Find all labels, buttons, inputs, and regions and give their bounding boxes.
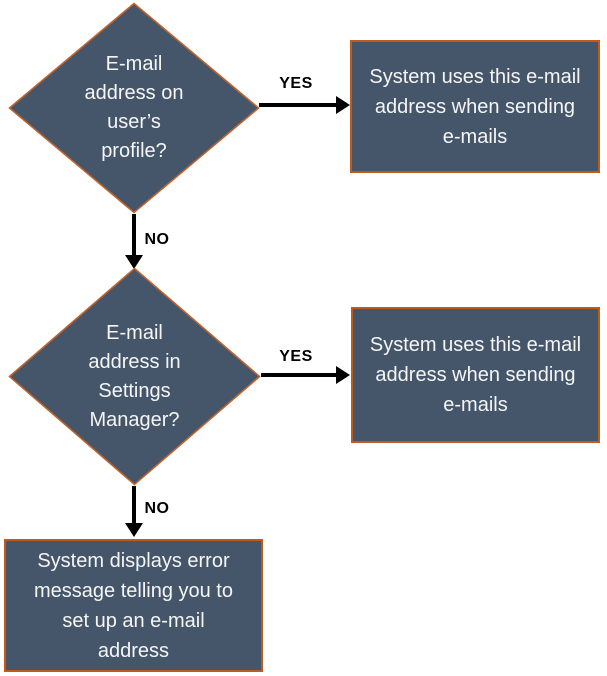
outcome-error-box: System displays error message telling yo… [4,539,263,672]
yes-label-profile: YES [279,75,313,92]
diamond-polygon [8,2,260,214]
outcome-profile-yes-box: System uses this e-mail address when sen… [350,40,600,173]
arrow-line [261,373,338,377]
arrow-line [132,214,136,257]
outcome-settings-yes-box: System uses this e-mail address when sen… [351,307,600,443]
arrow-head-right-icon [336,366,350,384]
diamond-shape [8,267,261,486]
arrow-head-down-icon [125,255,143,269]
no-label-profile: NO [144,231,170,248]
arrow-head-down-icon [125,523,143,537]
diamond-polygon [8,267,261,486]
arrow-head-right-icon [336,96,350,114]
diamond-shape [8,2,260,214]
no-label-settings: NO [144,500,170,517]
yes-label-settings: YES [279,348,313,365]
arrow-line [132,486,136,524]
decision-settings-diamond: E-mail address in Settings Manager? [8,267,261,486]
arrow-line [259,103,338,107]
decision-profile-diamond: E-mail address on user’s profile? [8,2,260,214]
